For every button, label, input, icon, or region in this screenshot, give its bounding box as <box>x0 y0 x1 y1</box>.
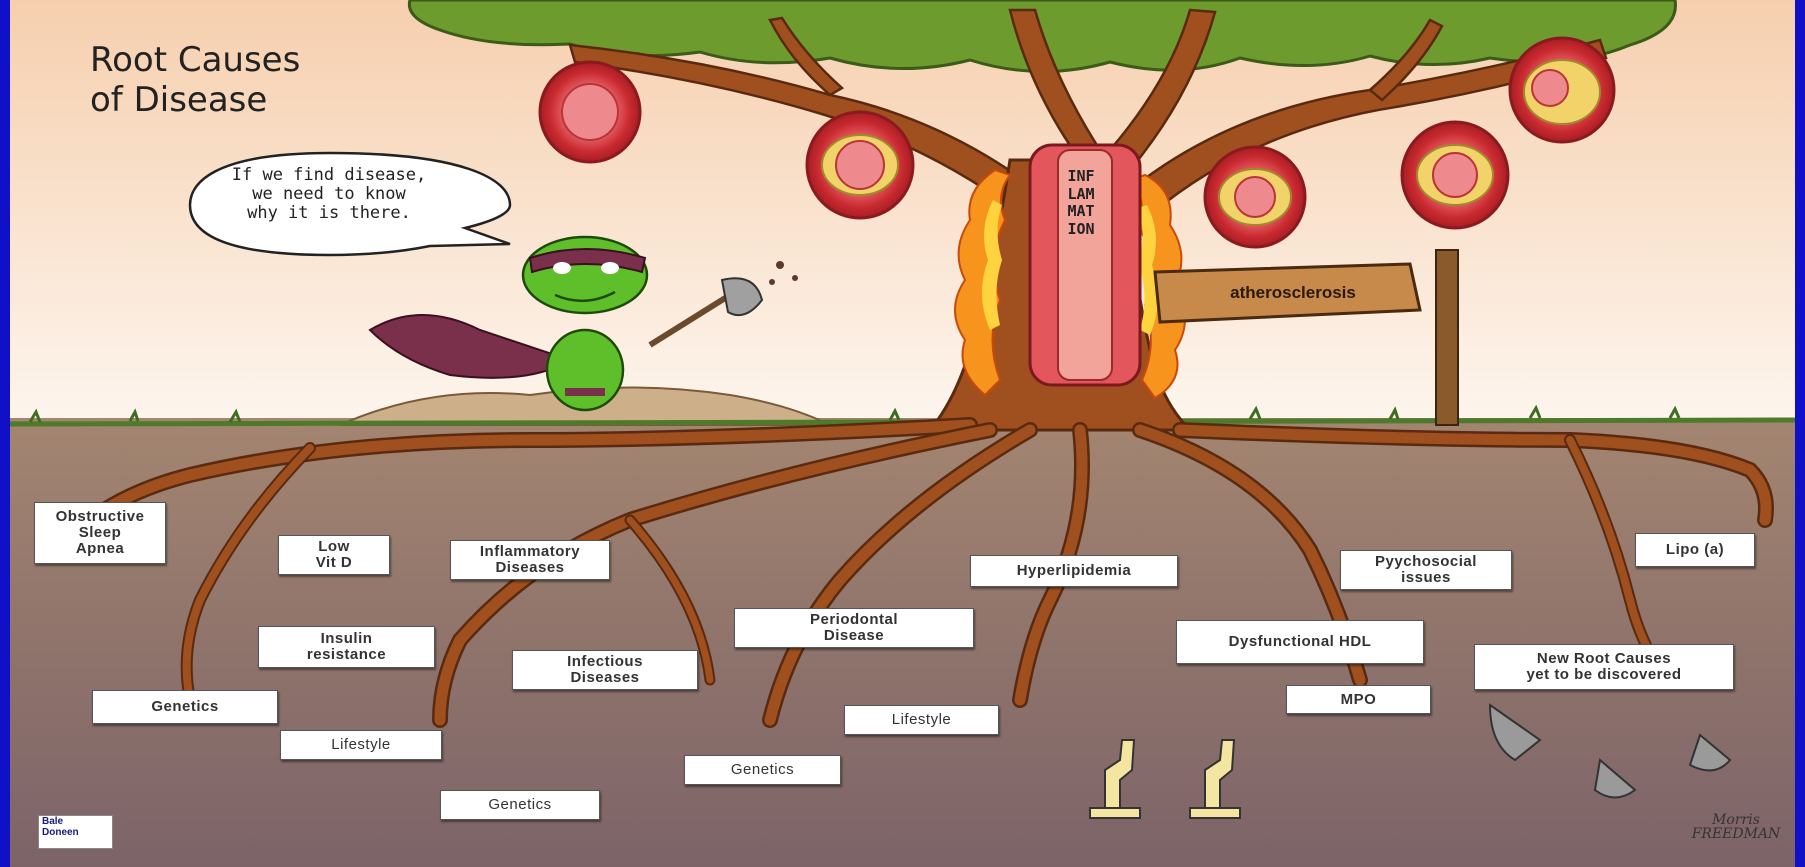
label-genetics: Genetics <box>92 690 278 724</box>
trunk-label: INFLAMMATION <box>1067 168 1095 238</box>
label-inflammatory-diseases: Inflammatory Diseases <box>450 540 610 580</box>
label-dysfunctional-hdl: Dysfunctional HDL <box>1176 620 1424 664</box>
page-title: Root Causes of Disease <box>90 40 300 120</box>
bale-doneen-logo: Bale Doneen <box>38 815 113 849</box>
sign-label: atherosclerosis <box>1162 283 1424 303</box>
label-lifestyle: Lifestyle <box>280 730 442 760</box>
label-periodontal-disease: Periodontal Disease <box>734 608 974 648</box>
sign-post <box>1436 250 1458 425</box>
label-insulin-resistance: Insulin resistance <box>258 626 435 668</box>
label-genetics: Genetics <box>684 755 841 785</box>
label-lifestyle: Lifestyle <box>844 705 999 735</box>
blood-cell <box>540 62 640 162</box>
illustration-panel: Root Causes of Disease If we find diseas… <box>10 0 1795 867</box>
label-new-root-causes: New Root Causes yet to be discovered <box>1474 644 1734 690</box>
blood-cell <box>1510 38 1614 142</box>
speech-bubble-text: If we find disease, we need to know why … <box>198 166 460 223</box>
label-low-vit-d: Low Vit D <box>278 535 390 575</box>
label-obstructive-sleep-apnea: Obstructive Sleep Apnea <box>34 502 166 564</box>
label-lipo-a: Lipo (a) <box>1635 533 1755 567</box>
label-psychosocial-issues: Pyychosocial issues <box>1340 550 1512 590</box>
blood-cell <box>1402 122 1508 228</box>
cartoon-scene <box>10 0 1795 867</box>
blood-cell <box>807 112 913 218</box>
label-mpo: MPO <box>1286 685 1431 714</box>
artist-signature: Morris FREEDMAN <box>1686 813 1786 841</box>
blood-cell <box>1205 147 1305 247</box>
label-hyperlipidemia: Hyperlipidemia <box>970 555 1178 587</box>
label-genetics: Genetics <box>440 790 600 820</box>
label-infectious-diseases: Infectious Diseases <box>512 650 698 690</box>
